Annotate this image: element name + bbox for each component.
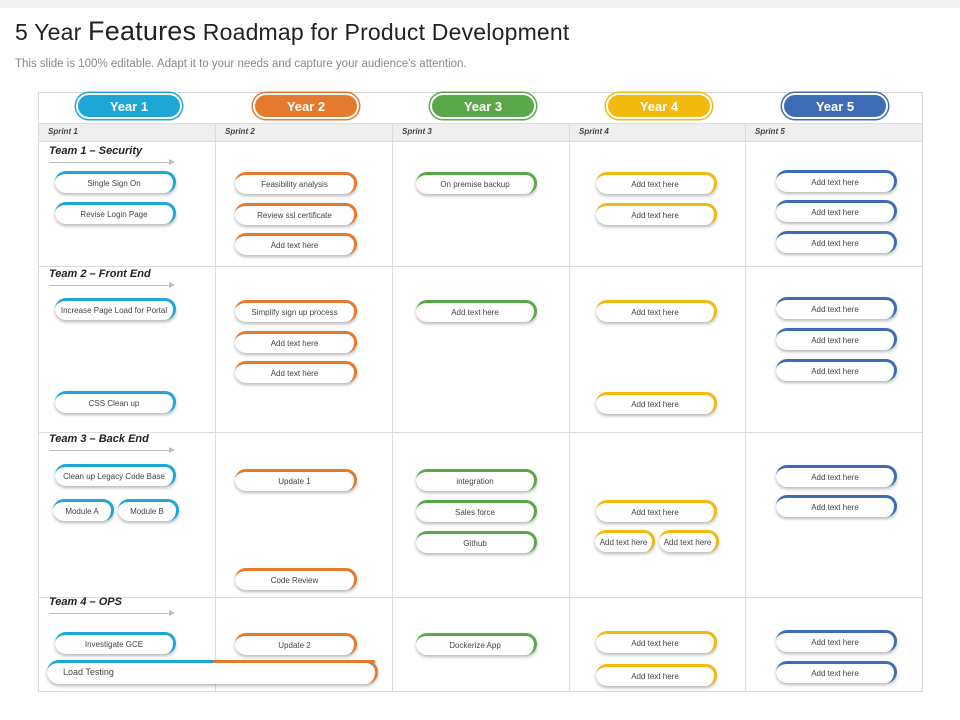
roadmap-grid: [38, 92, 923, 692]
task-pill[interactable]: Add text here: [596, 500, 717, 522]
task-pill[interactable]: Add text here: [596, 203, 717, 225]
load-testing-bar-year2-segment: [214, 660, 375, 663]
team-3-arrow: [49, 447, 175, 453]
year-1-header: Year 1: [76, 93, 182, 119]
team-2-label: Team 2 – Front End: [49, 268, 151, 280]
team-3-label: Team 3 – Back End: [49, 433, 149, 445]
task-pill[interactable]: Single Sign On: [55, 171, 176, 193]
task-pill[interactable]: Github: [416, 531, 537, 553]
grid-line: [392, 123, 393, 691]
sprint-band: [39, 123, 922, 141]
task-pill[interactable]: integration: [416, 469, 537, 491]
sprint-1-label: Sprint 1: [48, 127, 78, 136]
team-4-arrow: [49, 610, 175, 616]
team-1-label: Team 1 – Security: [49, 145, 143, 157]
task-pill[interactable]: Add text here: [596, 172, 717, 194]
year-2-header: Year 2: [253, 93, 359, 119]
task-pill[interactable]: Module B: [118, 499, 179, 521]
task-pill[interactable]: Investigate GCE: [55, 632, 176, 654]
task-pill[interactable]: Add text here: [776, 297, 897, 319]
task-pill[interactable]: Add text here: [776, 465, 897, 487]
task-pill[interactable]: Clean up Legacy Code Base: [55, 464, 176, 486]
grid-line: [215, 123, 216, 691]
task-pill[interactable]: Feasibility analysis: [235, 172, 357, 194]
page-subtitle: This slide is 100% editable. Adapt it to…: [15, 58, 467, 70]
task-pill[interactable]: Update 1: [235, 469, 357, 491]
load-testing-label: Load Testing: [63, 667, 114, 677]
task-pill[interactable]: Add text here: [776, 661, 897, 683]
task-pill[interactable]: Add text here: [776, 495, 897, 517]
load-testing-bar[interactable]: Load Testing: [47, 660, 378, 684]
task-pill[interactable]: Add text here: [235, 233, 357, 255]
task-pill[interactable]: Add text here: [596, 631, 717, 653]
task-pill[interactable]: Add text here: [776, 231, 897, 253]
team-4-label: Team 4 – OPS: [49, 596, 122, 608]
team-2-arrow: [49, 282, 175, 288]
task-pill[interactable]: Add text here: [659, 530, 719, 552]
task-pill[interactable]: Simplify sign up process: [235, 300, 357, 322]
task-pill[interactable]: Revise Login Page: [55, 202, 176, 224]
task-pill[interactable]: Add text here: [776, 328, 897, 350]
year-5-header: Year 5: [782, 93, 888, 119]
page-title: 5 Year Features Roadmap for Product Deve…: [15, 16, 570, 46]
sprint-3-label: Sprint 3: [402, 127, 432, 136]
task-pill[interactable]: Add text here: [776, 630, 897, 652]
grid-line: [39, 432, 922, 433]
team-1-arrow: [49, 159, 175, 165]
task-pill[interactable]: On premise backup: [416, 172, 537, 194]
task-pill[interactable]: Add text here: [235, 331, 357, 353]
grid-line: [39, 597, 922, 598]
sprint-2-label: Sprint 2: [225, 127, 255, 136]
task-pill[interactable]: Add text here: [235, 361, 357, 383]
task-pill[interactable]: Add text here: [595, 530, 655, 552]
grid-line: [39, 123, 922, 124]
task-pill[interactable]: Add text here: [596, 300, 717, 322]
grid-line: [39, 266, 922, 267]
grid-line: [569, 123, 570, 691]
sprint-4-label: Sprint 4: [579, 127, 609, 136]
task-pill[interactable]: Add text here: [776, 200, 897, 222]
sprint-5-label: Sprint 5: [755, 127, 785, 136]
grid-line: [39, 141, 922, 142]
task-pill[interactable]: Add text here: [776, 170, 897, 192]
task-pill[interactable]: Increase Page Load for Portal: [55, 298, 176, 320]
task-pill[interactable]: Sales force: [416, 500, 537, 522]
year-3-header: Year 3: [430, 93, 536, 119]
task-pill[interactable]: Add text here: [776, 359, 897, 381]
task-pill[interactable]: Add text here: [596, 392, 717, 414]
task-pill[interactable]: Module A: [53, 499, 114, 521]
task-pill[interactable]: Add text here: [416, 300, 537, 322]
task-pill[interactable]: Review ssl certificate: [235, 203, 357, 225]
task-pill[interactable]: CSS Clean up: [55, 391, 176, 413]
task-pill[interactable]: Code Review: [235, 568, 357, 590]
top-bar: [0, 0, 960, 8]
task-pill[interactable]: Dockerize App: [416, 633, 537, 655]
task-pill[interactable]: Add text here: [596, 664, 717, 686]
task-pill[interactable]: Update 2: [235, 633, 357, 655]
grid-line: [745, 123, 746, 691]
year-4-header: Year 4: [606, 93, 712, 119]
